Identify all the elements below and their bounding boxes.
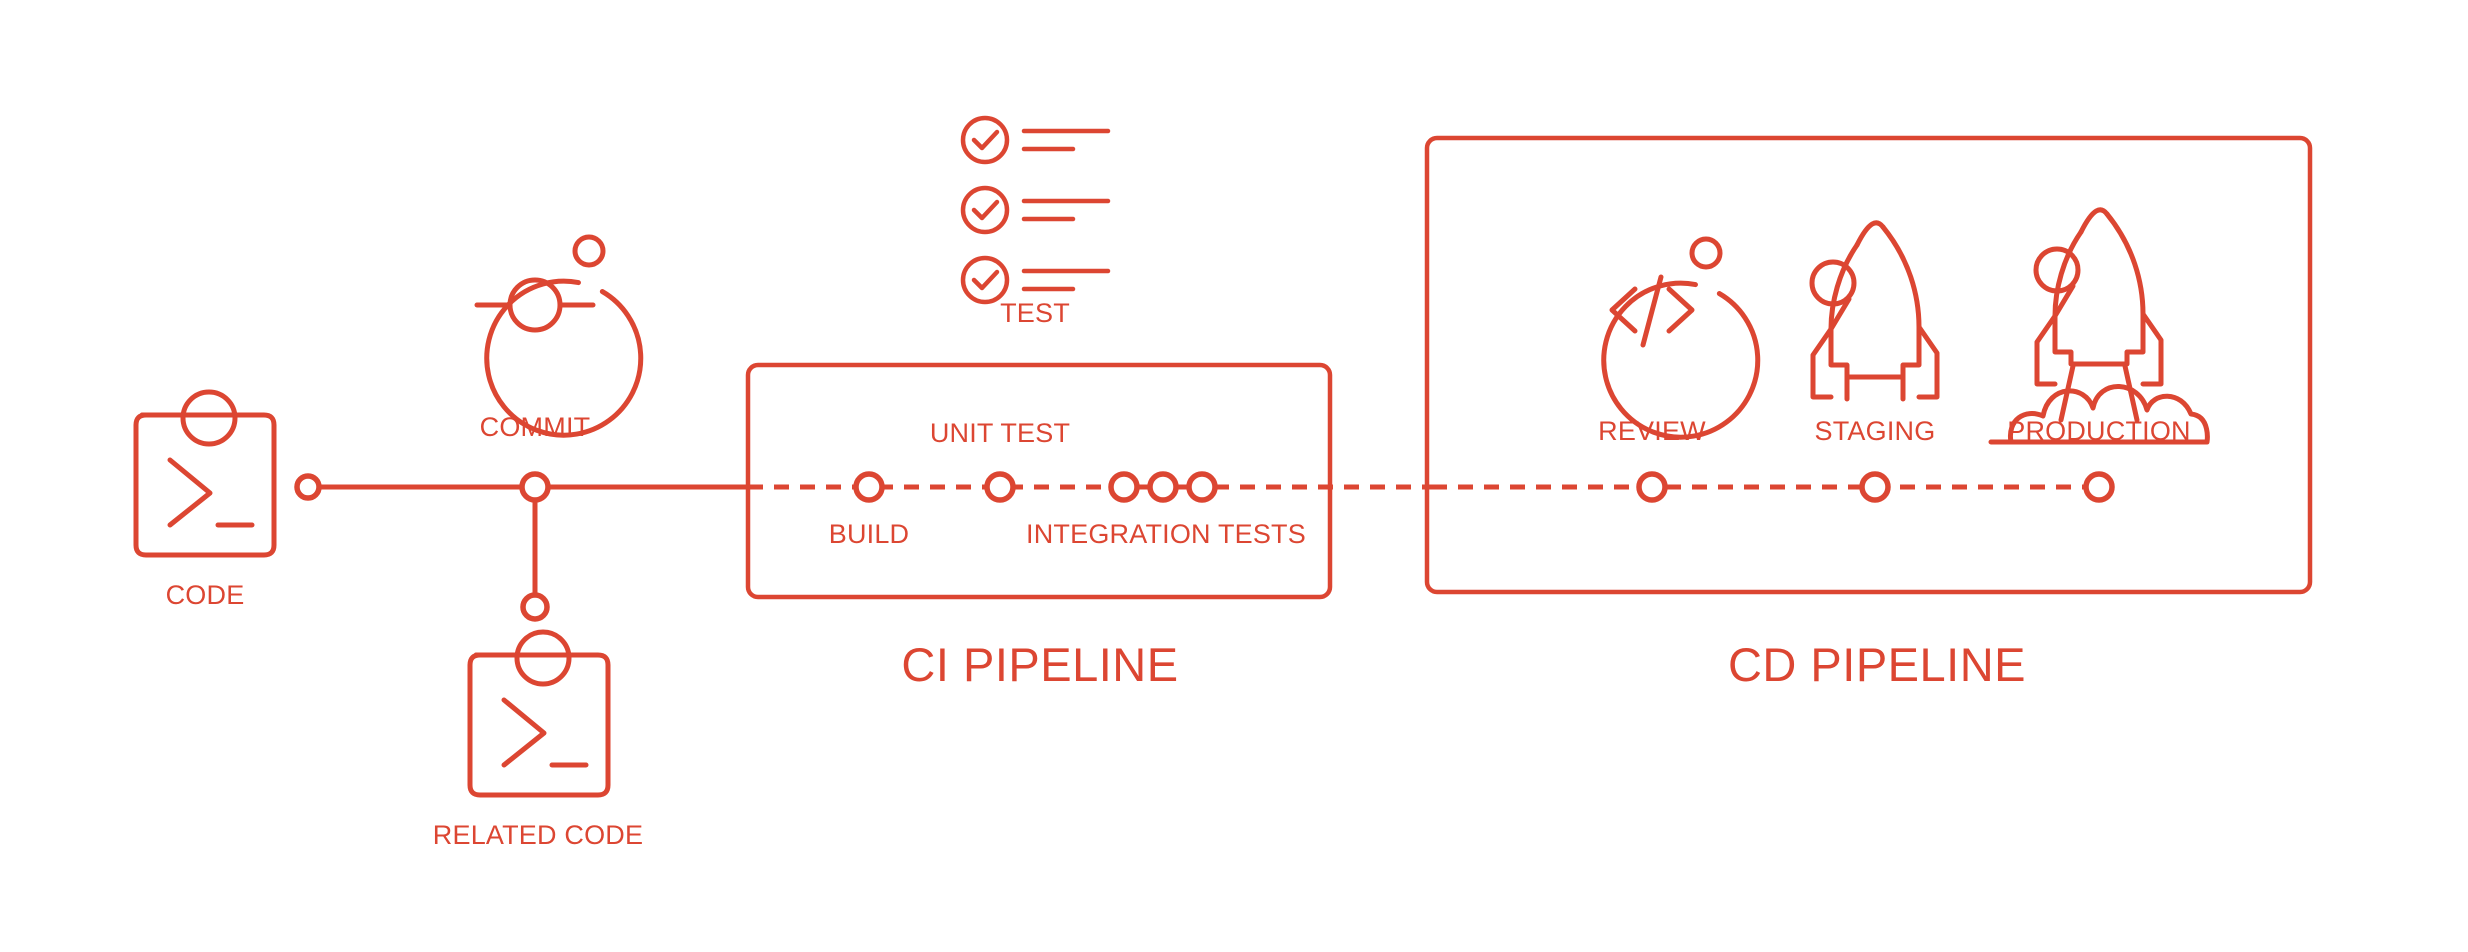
commit-orbit-icon: [474, 234, 644, 438]
label-build: BUILD: [828, 519, 910, 549]
checklist-icon: [960, 115, 1111, 305]
node-build[interactable]: [853, 471, 885, 503]
label-cd-pipeline: CD PIPELINE: [1727, 638, 2027, 691]
label-review: REVIEW: [1598, 416, 1706, 446]
node-unit-test[interactable]: [984, 471, 1016, 503]
cd-pipeline-box: [1424, 135, 2313, 595]
node-commit[interactable]: [519, 471, 551, 503]
node-staging[interactable]: [1859, 471, 1891, 503]
node-code[interactable]: [294, 473, 322, 501]
label-staging: STAGING: [1814, 416, 1936, 446]
label-related-code: RELATED CODE: [432, 820, 644, 850]
node-review[interactable]: [1636, 471, 1668, 503]
rocket-launch-icon: [1988, 207, 2210, 445]
label-integration-tests: INTEGRATION TESTS: [1026, 519, 1306, 549]
ci-pipeline-box: [745, 362, 1333, 600]
label-ci-pipeline: CI PIPELINE: [901, 638, 1179, 691]
label-code: CODE: [165, 580, 245, 610]
label-test: TEST: [1000, 298, 1070, 328]
node-production[interactable]: [2083, 471, 2115, 503]
rocket-icon: [1809, 220, 1940, 402]
node-integration-test-3[interactable]: [1186, 471, 1218, 503]
terminal-code-icon-related: [467, 629, 611, 798]
label-unit-test: UNIT TEST: [929, 418, 1071, 448]
node-integration-test-2[interactable]: [1147, 471, 1179, 503]
terminal-code-icon: [133, 389, 277, 558]
node-integration-test-1[interactable]: [1108, 471, 1140, 503]
label-commit: COMMIT: [479, 412, 591, 442]
label-production: PRODUCTION: [2007, 416, 2191, 446]
node-related-code[interactable]: [520, 592, 550, 622]
code-brackets-circle-icon: [1601, 236, 1761, 440]
